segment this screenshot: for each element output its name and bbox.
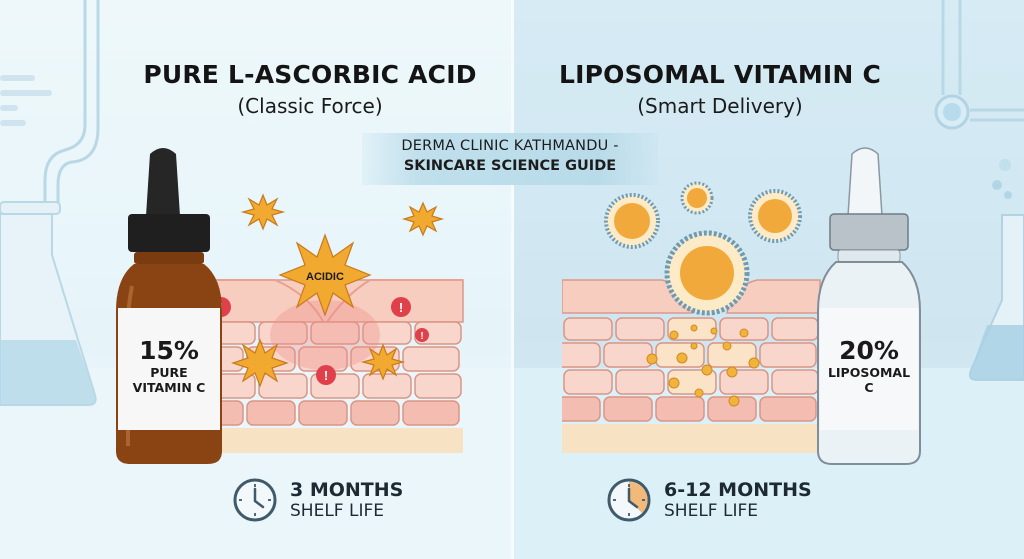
left-label-line1: PURE xyxy=(150,365,188,380)
bottle-label-right: 20% LIPOSOMAL C xyxy=(820,336,918,396)
shelf-life-left: 3 MONTHS SHELF LIFE xyxy=(232,477,403,523)
right-subtitle: (Smart Delivery) xyxy=(637,94,803,118)
clock-icon xyxy=(233,478,277,522)
right-label-line1: LIPOSOMAL xyxy=(827,365,911,380)
left-subtitle: (Classic Force) xyxy=(237,94,383,118)
svg-text:ACIDIC: ACIDIC xyxy=(306,271,344,283)
right-title: LIPOSOMAL VITAMIN C xyxy=(559,60,881,89)
right-label-line2: C xyxy=(864,380,874,395)
left-label-line2: VITAMIN C xyxy=(132,380,206,395)
clinic-banner: DERMA CLINIC KATHMANDU - SKINCARE SCIENC… xyxy=(362,133,658,185)
shelf-life-right: 6-12 MONTHS SHELF LIFE xyxy=(606,477,812,523)
flask-left-icon xyxy=(0,0,100,406)
right-shelf-label: SHELF LIFE xyxy=(664,501,758,521)
left-percent: 15% xyxy=(139,336,199,365)
clock-half-highlighted-icon xyxy=(607,478,651,522)
left-shelf-label: SHELF LIFE xyxy=(290,501,384,521)
skin-acidic-illustration: ACIDIC !!!! xyxy=(205,193,464,453)
flask-right-icon xyxy=(934,0,1024,381)
banner-line1: DERMA CLINIC KATHMANDU - xyxy=(401,138,619,154)
svg-text:!: ! xyxy=(324,368,328,383)
skin-liposome-illustration xyxy=(562,181,821,453)
bottle-pure-vitamin-c xyxy=(116,148,222,464)
panel-divider xyxy=(511,0,514,559)
svg-text:!: ! xyxy=(399,300,403,315)
right-percent: 20% xyxy=(839,336,899,365)
left-shelf-value: 3 MONTHS xyxy=(290,479,404,501)
banner-line2: SKINCARE SCIENCE GUIDE xyxy=(403,158,617,174)
left-title: PURE L-ASCORBIC ACID xyxy=(143,60,477,89)
right-shelf-value: 6-12 MONTHS xyxy=(664,479,812,501)
bottle-label-left: 15% PURE VITAMIN C xyxy=(118,336,220,396)
bottle-liposomal-vitamin-c xyxy=(817,147,921,465)
svg-text:!: ! xyxy=(420,331,423,342)
